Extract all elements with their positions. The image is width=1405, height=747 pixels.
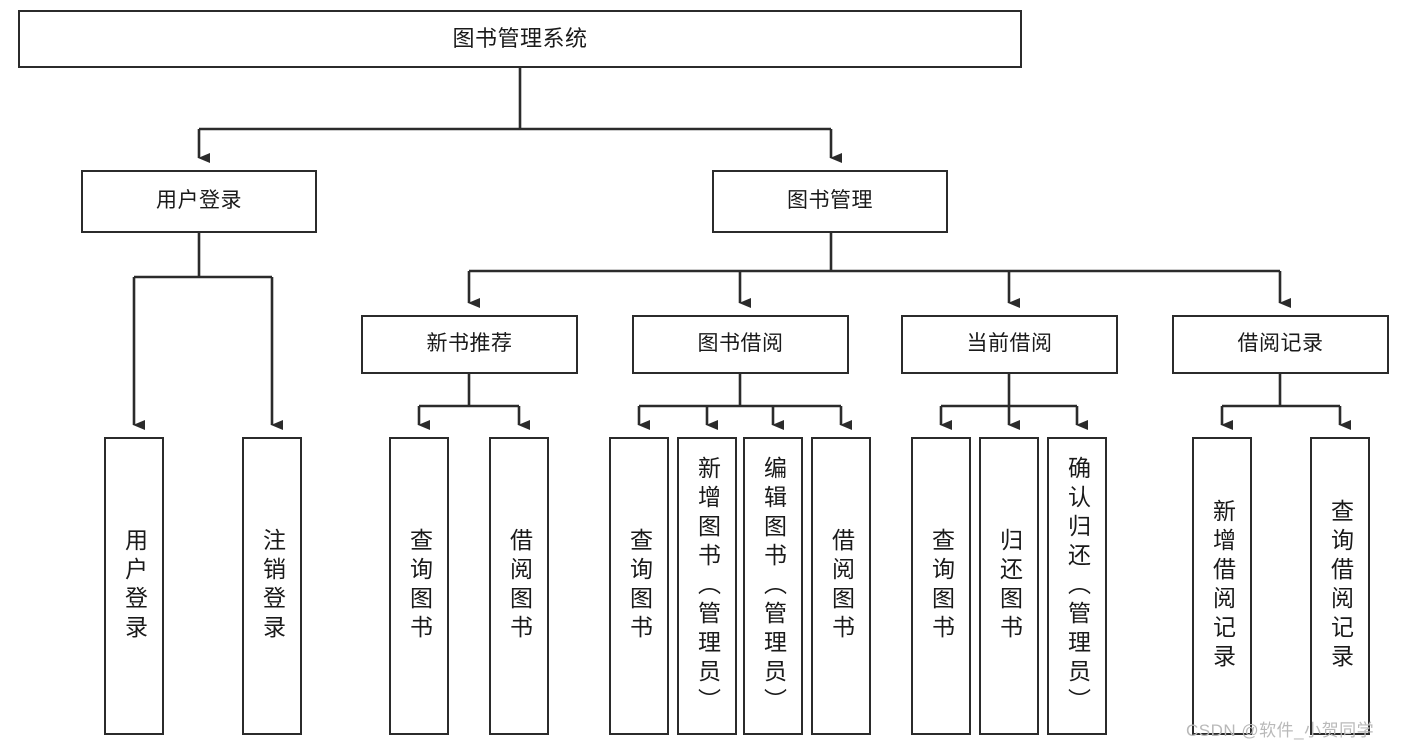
leaf-edit-book[interactable]: 编辑图书（管理员） — [743, 437, 803, 735]
node-new-book-recommend[interactable]: 新书推荐 — [361, 315, 578, 374]
leaf-confirm-return[interactable]: 确认归还（管理员） — [1047, 437, 1107, 735]
leaf-borrow-book-2[interactable]: 借阅图书 — [811, 437, 871, 735]
leaf-query-book-1-label: 查询图书 — [406, 528, 433, 644]
node-user-login-label: 用户登录 — [156, 189, 242, 213]
watermark: CSDN @软件_小贺同学 — [1186, 721, 1375, 740]
leaf-query-book-2[interactable]: 查询图书 — [609, 437, 669, 735]
leaf-borrow-book-1-label: 借阅图书 — [506, 528, 533, 644]
leaf-add-record-label: 新增借阅记录 — [1209, 499, 1236, 673]
leaf-edit-book-label: 编辑图书（管理员） — [760, 455, 787, 717]
leaf-query-record[interactable]: 查询借阅记录 — [1310, 437, 1370, 735]
node-book-manage[interactable]: 图书管理 — [712, 170, 948, 233]
node-book-borrow-label: 图书借阅 — [697, 332, 784, 356]
leaf-query-book-2-label: 查询图书 — [626, 528, 653, 644]
leaf-add-book[interactable]: 新增图书（管理员） — [677, 437, 737, 735]
node-current-borrow[interactable]: 当前借阅 — [901, 315, 1118, 374]
leaf-logout-label: 注销登录 — [259, 528, 286, 644]
leaf-borrow-book-1[interactable]: 借阅图书 — [489, 437, 549, 735]
node-borrow-record-label: 借阅记录 — [1237, 332, 1324, 356]
leaf-add-book-label: 新增图书（管理员） — [694, 455, 721, 717]
leaf-query-book-3[interactable]: 查询图书 — [911, 437, 971, 735]
node-current-borrow-label: 当前借阅 — [966, 332, 1053, 356]
node-user-login[interactable]: 用户登录 — [81, 170, 317, 233]
leaf-query-book-3-label: 查询图书 — [928, 528, 955, 644]
node-root[interactable]: 图书管理系统 — [18, 10, 1022, 68]
leaf-add-record[interactable]: 新增借阅记录 — [1192, 437, 1252, 735]
leaf-query-record-label: 查询借阅记录 — [1327, 499, 1354, 673]
leaf-logout[interactable]: 注销登录 — [242, 437, 302, 735]
leaf-user-login-label: 用户登录 — [121, 528, 148, 644]
node-borrow-record[interactable]: 借阅记录 — [1172, 315, 1389, 374]
node-book-manage-label: 图书管理 — [787, 189, 873, 213]
leaf-query-book-1[interactable]: 查询图书 — [389, 437, 449, 735]
leaf-return-book-label: 归还图书 — [996, 528, 1023, 644]
leaf-return-book[interactable]: 归还图书 — [979, 437, 1039, 735]
leaf-borrow-book-2-label: 借阅图书 — [828, 528, 855, 644]
node-new-book-recommend-label: 新书推荐 — [426, 332, 513, 356]
node-book-borrow[interactable]: 图书借阅 — [632, 315, 849, 374]
node-root-label: 图书管理系统 — [452, 26, 588, 52]
leaf-user-login[interactable]: 用户登录 — [104, 437, 164, 735]
leaf-confirm-return-label: 确认归还（管理员） — [1064, 455, 1091, 717]
